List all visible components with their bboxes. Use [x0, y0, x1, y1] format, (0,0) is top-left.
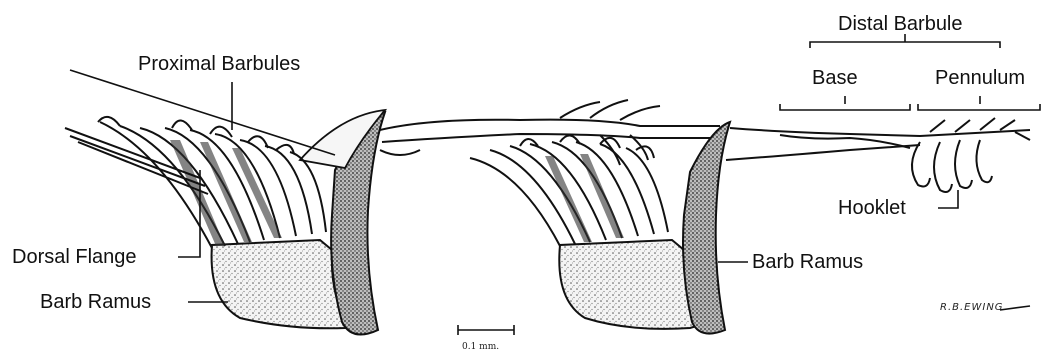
left-distal-barbule	[380, 100, 720, 165]
label-distal-barbule: Distal Barbule	[838, 14, 963, 34]
label-base: Base	[812, 68, 858, 88]
label-barb-ramus-left: Barb Ramus	[40, 292, 151, 312]
base-bracket	[780, 104, 910, 110]
distal-bracket	[810, 42, 1000, 48]
right-ramus-ridge	[683, 122, 730, 334]
label-dorsal-flange: Dorsal Flange	[12, 247, 137, 267]
label-hooklet: Hooklet	[838, 198, 906, 218]
right-barb	[470, 122, 730, 334]
right-distal-barbule	[726, 118, 1030, 160]
right-barb-ramus-body	[559, 240, 700, 329]
label-barb-ramus-right: Barb Ramus	[752, 252, 863, 272]
artist-signature: R.B.EWING	[940, 302, 1004, 313]
hooklets	[912, 140, 992, 192]
scale-bar	[458, 325, 514, 335]
scale-bar-label: 0.1 mm.	[462, 342, 499, 352]
label-proximal-barbules: Proximal Barbules	[138, 54, 300, 74]
right-barbule-shading	[545, 154, 624, 242]
pennulum-bracket	[918, 104, 1040, 110]
right-proximal-barbules	[470, 135, 668, 246]
left-barb-ramus-body	[212, 240, 350, 328]
hooklet-leader	[938, 190, 958, 208]
label-pennulum: Pennulum	[935, 68, 1025, 88]
